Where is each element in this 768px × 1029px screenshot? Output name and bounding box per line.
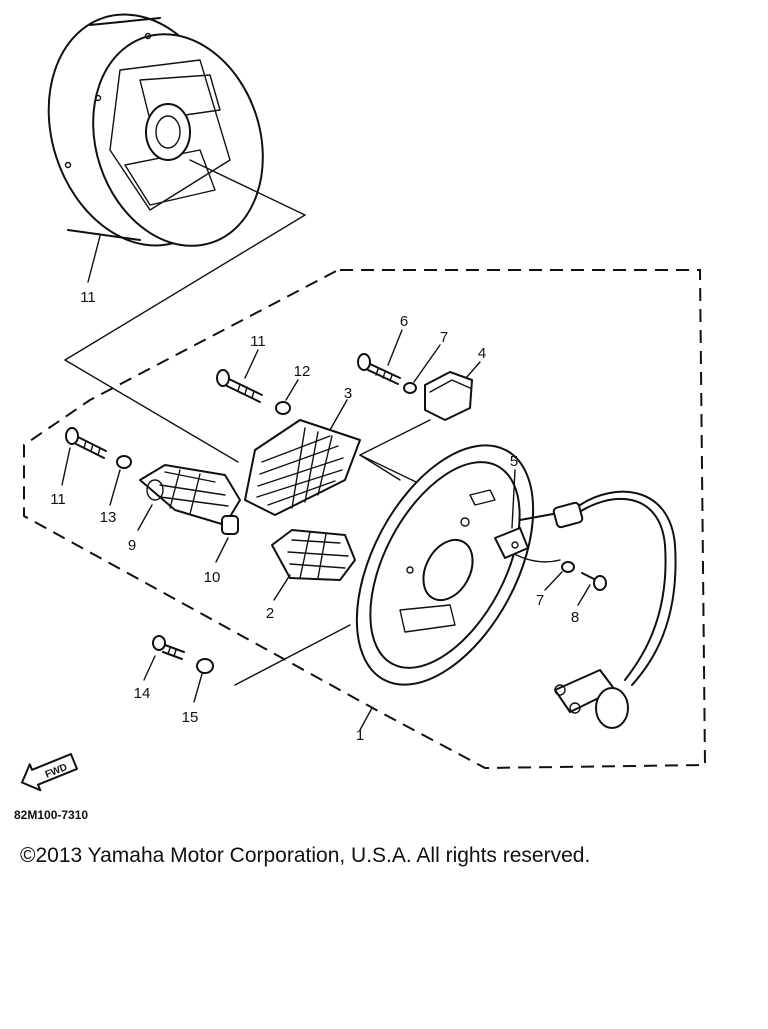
leader-7a xyxy=(413,344,441,383)
leader-12b xyxy=(109,469,121,506)
leader-1 xyxy=(359,707,373,731)
leader-7b xyxy=(544,571,563,591)
leader-15 xyxy=(193,673,203,703)
leader-13 xyxy=(87,235,101,283)
callout-7a: 7 xyxy=(440,329,448,346)
callout-11a: 11 xyxy=(250,333,266,350)
callout-8: 8 xyxy=(571,609,579,626)
screw-11-lower xyxy=(65,427,107,459)
leader-9 xyxy=(137,504,153,531)
callout-7b: 7 xyxy=(536,592,544,609)
source-coil xyxy=(271,529,356,581)
leader-11a xyxy=(244,349,259,379)
fwd-arrow-icon: FWD xyxy=(21,753,78,792)
washer-12-upper xyxy=(275,401,291,415)
pickup-coil xyxy=(494,527,529,559)
callout-11b: 11 xyxy=(50,491,66,508)
collar xyxy=(221,515,239,535)
leader-10 xyxy=(215,537,229,563)
leader-5 xyxy=(511,469,516,529)
callout-1: 1 xyxy=(356,727,364,744)
screw-11-upper xyxy=(216,369,263,403)
copyright-notice: ©2013 Yamaha Motor Corporation, U.S.A. A… xyxy=(20,844,591,867)
leader-12a xyxy=(285,379,299,401)
stator-base-plate xyxy=(355,444,535,686)
callout-3: 3 xyxy=(344,385,352,402)
callout-6: 6 xyxy=(400,313,408,330)
leader-8 xyxy=(577,584,591,606)
washer-7-right xyxy=(561,561,575,573)
callout-9: 9 xyxy=(128,537,136,554)
wire-harness xyxy=(499,490,677,729)
flywheel-rotor xyxy=(47,13,306,247)
condenser xyxy=(424,371,473,421)
assembly-outline xyxy=(23,269,707,770)
callout-5: 5 xyxy=(510,453,518,470)
callout-12a: 12 xyxy=(294,363,311,380)
callout-4: 4 xyxy=(478,345,486,362)
leader-11b xyxy=(61,447,71,486)
charge-coil xyxy=(139,464,241,526)
washer-7-upper xyxy=(403,382,417,394)
callout-15: 15 xyxy=(182,709,199,726)
washer-12-lower xyxy=(116,455,132,469)
lighting-coil xyxy=(244,419,361,516)
callout-13: 11 xyxy=(80,289,96,306)
part-number: 82M100-7310 xyxy=(14,808,89,822)
leader-4 xyxy=(465,361,481,379)
screw-6 xyxy=(357,353,401,385)
washer-15 xyxy=(196,658,214,674)
callout-10: 10 xyxy=(204,569,221,586)
screw-14 xyxy=(152,635,185,660)
leader-14 xyxy=(143,655,156,681)
leader-2 xyxy=(273,574,291,601)
callout-2: 2 xyxy=(266,605,274,622)
leader-3 xyxy=(329,399,348,431)
screw-8 xyxy=(581,572,607,591)
callout-14: 14 xyxy=(134,685,151,702)
callout-12b: 13 xyxy=(100,509,117,526)
leader-6 xyxy=(387,329,403,366)
